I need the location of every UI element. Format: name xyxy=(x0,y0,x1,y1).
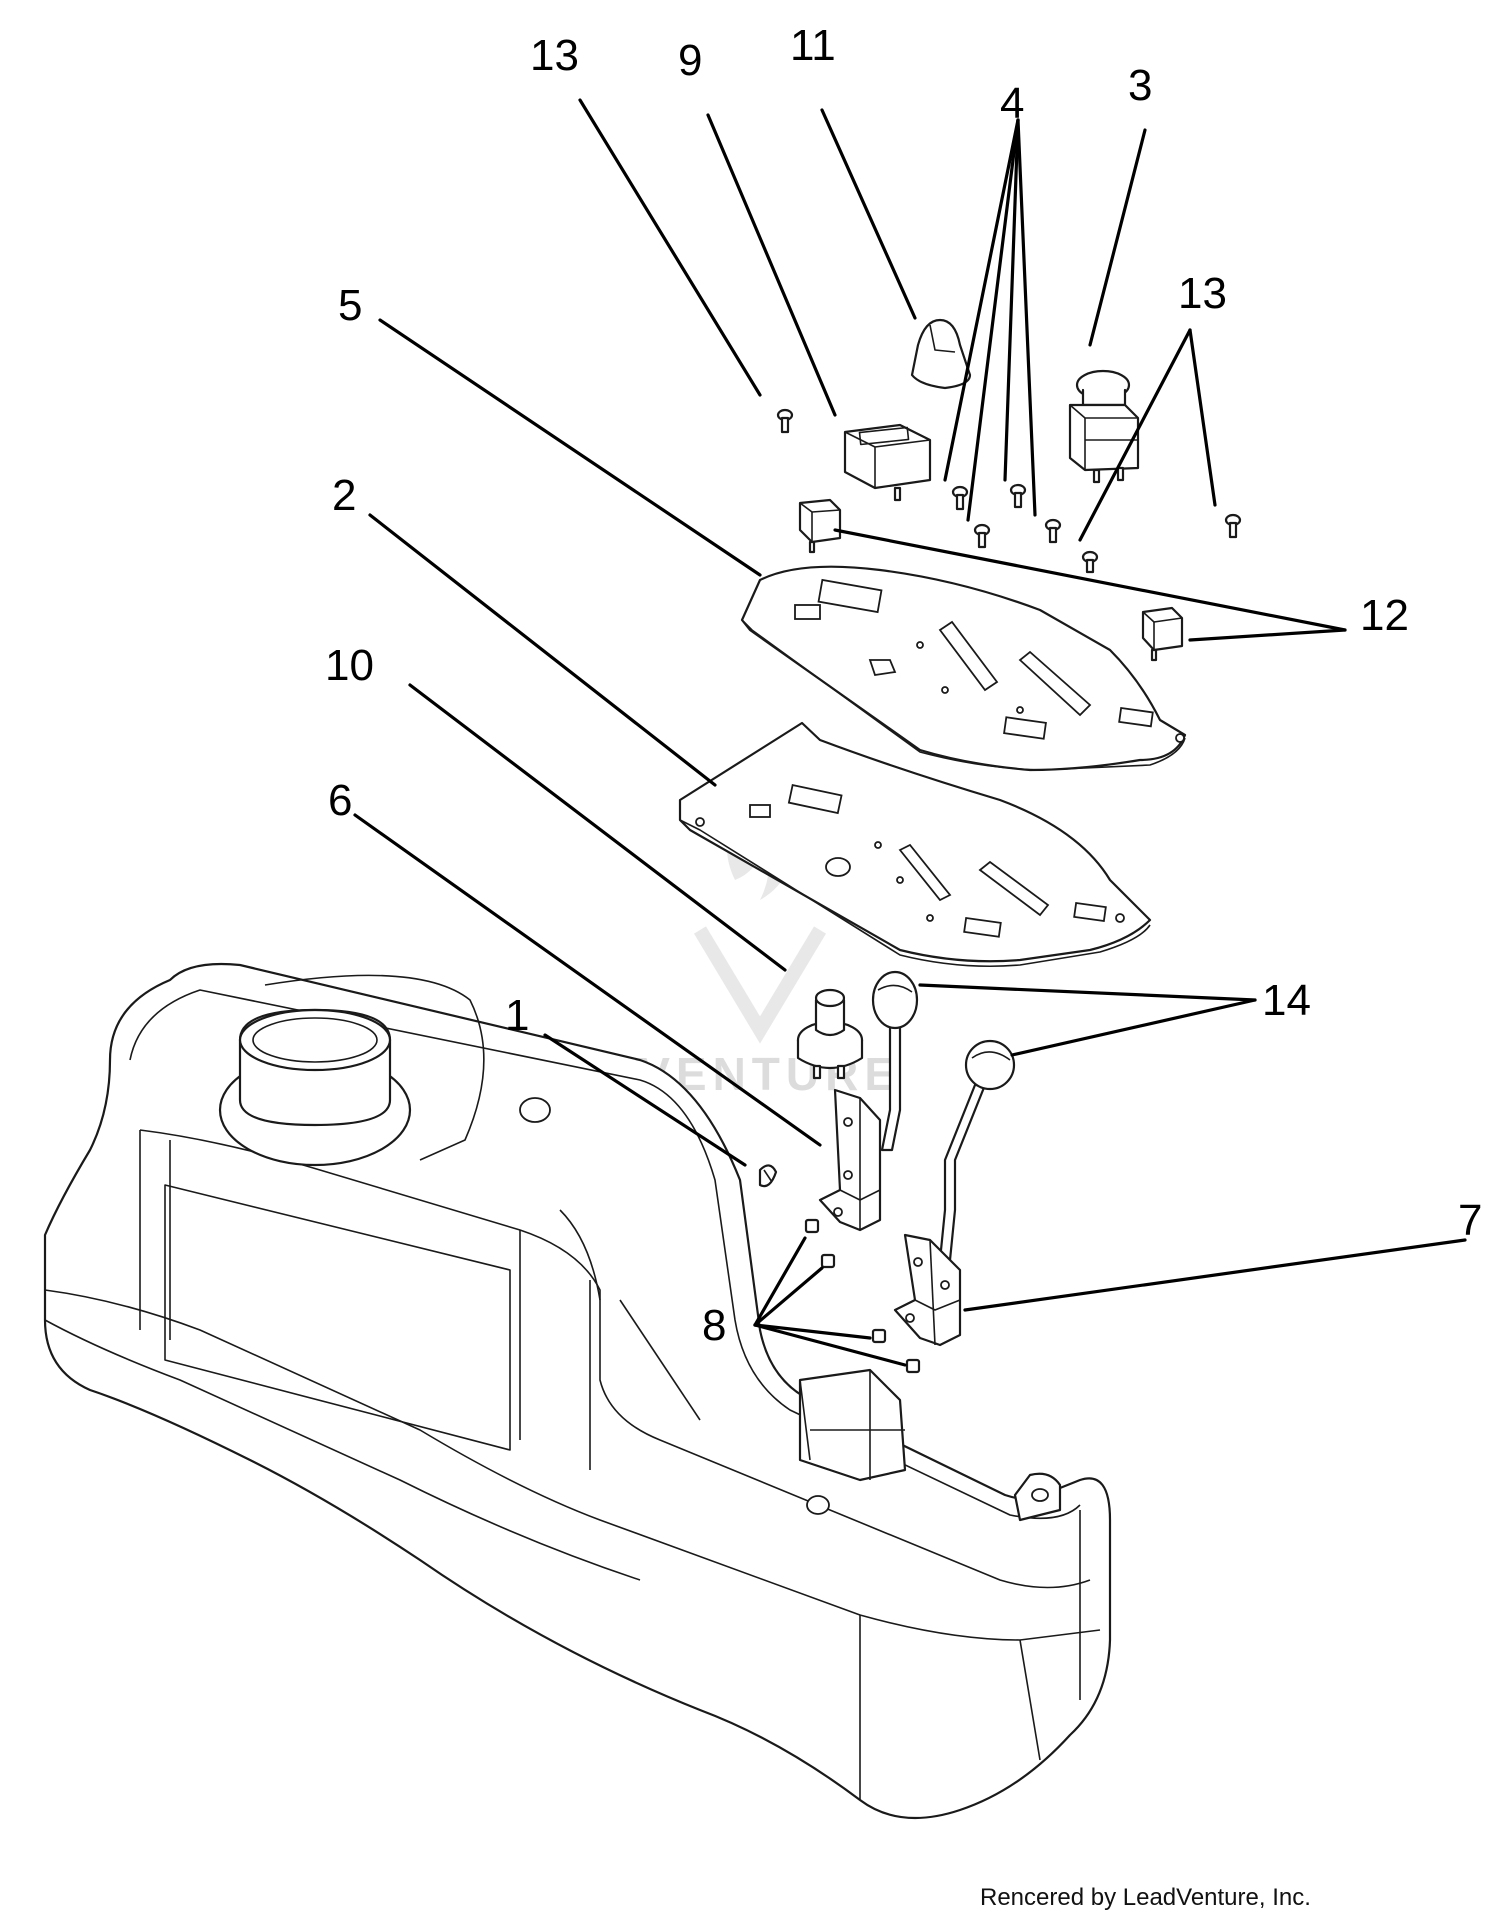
callout-9: 9 xyxy=(678,36,702,85)
retaining-clip xyxy=(758,1164,778,1188)
callout-2: 2 xyxy=(332,471,356,520)
screw-4-c xyxy=(1009,483,1027,509)
callout-8: 8 xyxy=(702,1301,726,1350)
callout-labels: 13 9 11 4 3 13 5 2 12 10 6 1 14 7 8 xyxy=(325,21,1482,1350)
callout-7: 7 xyxy=(1458,1196,1482,1245)
console-body xyxy=(43,962,1112,1820)
pto-push-switch xyxy=(1068,369,1140,484)
rocker-switch-left xyxy=(798,498,842,554)
callout-14: 14 xyxy=(1262,976,1311,1025)
lever-left xyxy=(871,970,919,1152)
bracket-6 xyxy=(818,1088,882,1232)
screw-4-d xyxy=(1044,518,1062,544)
callout-13-left: 13 xyxy=(530,31,579,80)
rocker-switch-right xyxy=(1141,606,1184,662)
screw-4-b xyxy=(973,523,991,549)
callout-4: 4 xyxy=(1000,79,1024,128)
screw-13-mid xyxy=(1081,550,1099,574)
screw-13-left xyxy=(776,408,794,434)
throttle-knob-cap xyxy=(910,318,972,390)
render-credit: Rencered by LeadVenture, Inc. xyxy=(980,1884,1311,1911)
callout-11: 11 xyxy=(790,21,836,70)
callout-5: 5 xyxy=(338,281,362,330)
nut-b xyxy=(820,1253,836,1269)
rectangular-switch xyxy=(843,423,932,502)
screw-4-a xyxy=(951,485,969,511)
lower-panel-plate xyxy=(678,721,1152,968)
callout-1: 1 xyxy=(505,991,529,1040)
screws xyxy=(776,408,1242,574)
bracket-7 xyxy=(893,1233,962,1347)
upper-panel-plate xyxy=(740,565,1187,772)
callout-6: 6 xyxy=(328,776,352,825)
nuts xyxy=(804,1218,921,1374)
nut-d xyxy=(905,1358,921,1374)
lever-right xyxy=(938,1039,1016,1262)
leader-lines xyxy=(353,98,1467,1367)
nut-a xyxy=(804,1218,820,1234)
ignition-switch xyxy=(796,988,864,1080)
nut-c xyxy=(871,1328,887,1344)
callout-3: 3 xyxy=(1128,61,1152,110)
callout-13-right: 13 xyxy=(1178,269,1227,318)
callout-10: 10 xyxy=(325,641,374,690)
screw-13-right xyxy=(1224,513,1242,539)
callout-12: 12 xyxy=(1360,591,1409,640)
